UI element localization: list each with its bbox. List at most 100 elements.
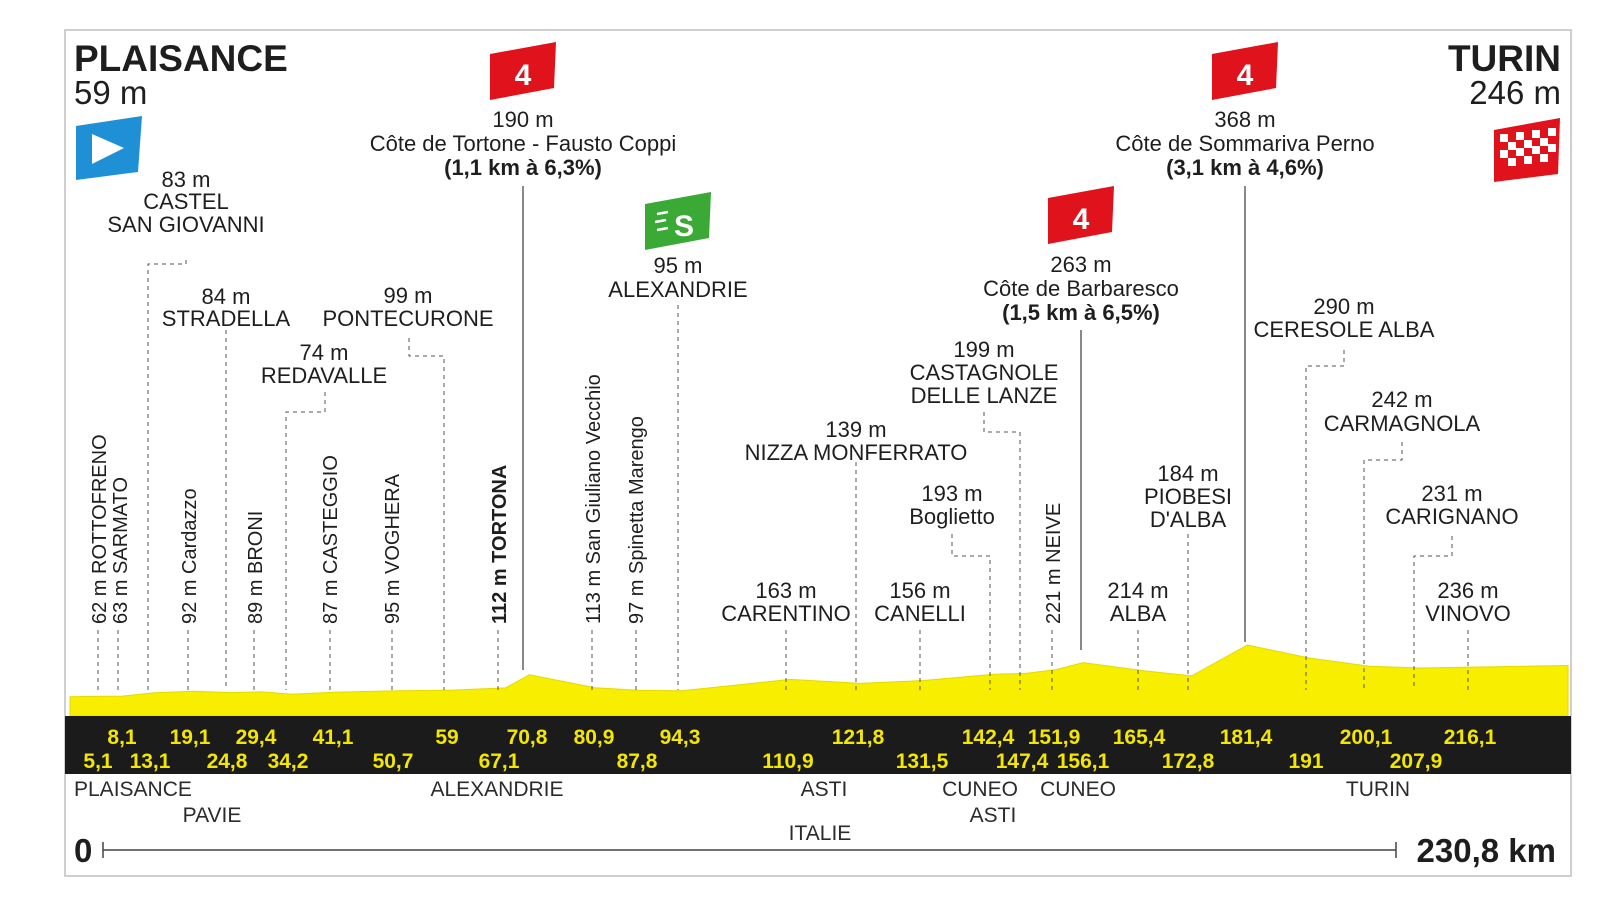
finish-altitude: 246 m [1469,74,1561,111]
svg-text:ASTI: ASTI [801,778,848,801]
svg-text:184 m: 184 m [1157,461,1218,486]
svg-text:242 m: 242 m [1371,387,1432,412]
svg-text:131,5: 131,5 [896,750,949,773]
category-4-climb-icon [1048,186,1114,244]
vertical-label: 63 m SARMATO [110,477,132,624]
vertical-label: 112 m TORTONA [489,465,511,624]
elevation-profile-area [69,644,1569,717]
km-markers-top: 8,1 19,1 29,4 41,1 59 70,8 80,9 94,3 121… [107,726,1496,749]
svg-text:ITALIE: ITALIE [789,822,852,845]
svg-text:236 m: 236 m [1437,578,1498,603]
svg-text:PLAISANCE: PLAISANCE [74,778,192,801]
svg-text:STRADELLA: STRADELLA [162,306,291,331]
scale-start: 0 [74,832,92,869]
svg-text:PAVIE: PAVIE [183,804,242,827]
chart-frame [64,29,1572,877]
svg-text:CASTAGNOLE: CASTAGNOLE [910,360,1059,385]
svg-text:83 m: 83 m [162,167,211,192]
climb-altitude: 263 m [1050,252,1111,277]
climb-tortone: 4 190 m Côte de Tortone - Fausto Coppi (… [370,42,677,670]
svg-text:CERESOLE ALBA: CERESOLE ALBA [1254,317,1435,342]
svg-text:214 m: 214 m [1107,578,1168,603]
svg-text:231 m: 231 m [1421,481,1482,506]
svg-text:84 m: 84 m [202,284,251,309]
svg-text:ALBA: ALBA [1110,601,1167,626]
svg-text:216,1: 216,1 [1444,726,1497,749]
start-flag-icon [76,116,142,180]
svg-text:CARENTINO: CARENTINO [721,601,851,626]
start-altitude: 59 m [74,74,147,111]
climb-altitude: 190 m [492,107,553,132]
svg-text:50,7: 50,7 [373,750,414,773]
svg-text:70,8: 70,8 [507,726,548,749]
climb-category: 4 [1237,59,1254,92]
distance-scale: 0 230,8 km [74,832,1556,869]
climb-name: Côte de Sommariva Perno [1115,131,1374,156]
svg-text:CARIGNANO: CARIGNANO [1385,504,1518,529]
svg-text:181,4: 181,4 [1220,726,1273,749]
svg-text:CUNEO: CUNEO [1040,778,1116,801]
svg-text:CUNEO: CUNEO [942,778,1018,801]
svg-text:24,8: 24,8 [207,750,248,773]
svg-text:DELLE LANZE: DELLE LANZE [911,383,1058,408]
svg-text:94,3: 94,3 [660,726,701,749]
svg-text:59: 59 [435,726,458,749]
place-alba: 214 m ALBA [1107,578,1169,690]
svg-text:REDAVALLE: REDAVALLE [261,363,387,388]
svg-text:147,4: 147,4 [996,750,1049,773]
svg-text:191: 191 [1288,750,1323,773]
climb-stats: (1,5 km à 6,5%) [1002,300,1160,325]
place-pontecurone: 99 m PONTECURONE [322,283,494,690]
svg-text:139 m: 139 m [825,417,886,442]
scale-end: 230,8 km [1417,832,1556,869]
finish-name: TURIN [1448,38,1561,79]
svg-text:29,4: 29,4 [236,726,277,749]
svg-text:PIOBESI: PIOBESI [1144,484,1232,509]
svg-text:CARMAGNOLA: CARMAGNOLA [1324,411,1481,436]
svg-text:13,1: 13,1 [130,750,171,773]
svg-text:19,1: 19,1 [170,726,211,749]
svg-text:199 m: 199 m [953,337,1014,362]
svg-text:ALEXANDRIE: ALEXANDRIE [430,778,563,801]
finish-flag-icon [1494,118,1560,182]
svg-text:VINOVO: VINOVO [1425,601,1511,626]
place-carignano: 231 m CARIGNANO [1385,481,1519,690]
svg-text:D'ALBA: D'ALBA [1150,507,1227,532]
climb-altitude: 368 m [1214,107,1275,132]
vertical-label: 89 m BRONI [245,511,267,624]
climb-category: 4 [1073,203,1090,236]
svg-text:Boglietto: Boglietto [909,504,995,529]
svg-text:165,4: 165,4 [1113,726,1166,749]
climb-barbaresco: 4 263 m Côte de Barbaresco (1,5 km à 6,5… [983,186,1179,650]
svg-text:172,8: 172,8 [1162,750,1215,773]
svg-text:156 m: 156 m [889,578,950,603]
svg-text:207,9: 207,9 [1390,750,1443,773]
svg-text:TURIN: TURIN [1346,778,1410,801]
climb-name: Côte de Tortone - Fausto Coppi [370,131,677,156]
place-ceresole-alba: 290 m CERESOLE ALBA [1254,294,1435,690]
sprint-altitude: 95 m [654,253,703,278]
svg-text:193 m: 193 m [921,481,982,506]
climb-stats: (3,1 km à 4,6%) [1166,155,1324,180]
place-castel-san-giovanni: 83 m CASTEL SAN GIOVANNI [107,167,265,690]
svg-text:5,1: 5,1 [83,750,113,773]
sprint-name: ALEXANDRIE [608,277,747,302]
climb-stats: (1,1 km à 6,3%) [444,155,602,180]
place-castagnole-delle-lanze: 199 m CASTAGNOLE DELLE LANZE [910,337,1059,690]
vertical-label: 92 m Cardazzo [179,488,201,624]
vertical-label: 221 m NEIVE [1043,503,1065,624]
svg-text:S: S [674,210,694,243]
vertical-label: 97 m Spinetta Marengo [626,416,648,624]
vertical-label: 95 m VOGHERA [382,473,404,624]
svg-text:163 m: 163 m [755,578,816,603]
intermediate-sprint-icon [645,192,711,250]
svg-text:PONTECURONE: PONTECURONE [322,306,493,331]
svg-text:67,1: 67,1 [479,750,520,773]
sprint-alexandrie: S 95 m ALEXANDRIE [608,192,748,690]
place-redavalle: 74 m REDAVALLE [261,340,387,690]
category-4-climb-icon [490,42,556,100]
climb-sommariva: 4 368 m Côte de Sommariva Perno (3,1 km … [1115,42,1375,642]
vertical-label: 62 m ROTTOFRENO [89,434,111,624]
svg-text:NIZZA MONFERRATO: NIZZA MONFERRATO [745,440,968,465]
